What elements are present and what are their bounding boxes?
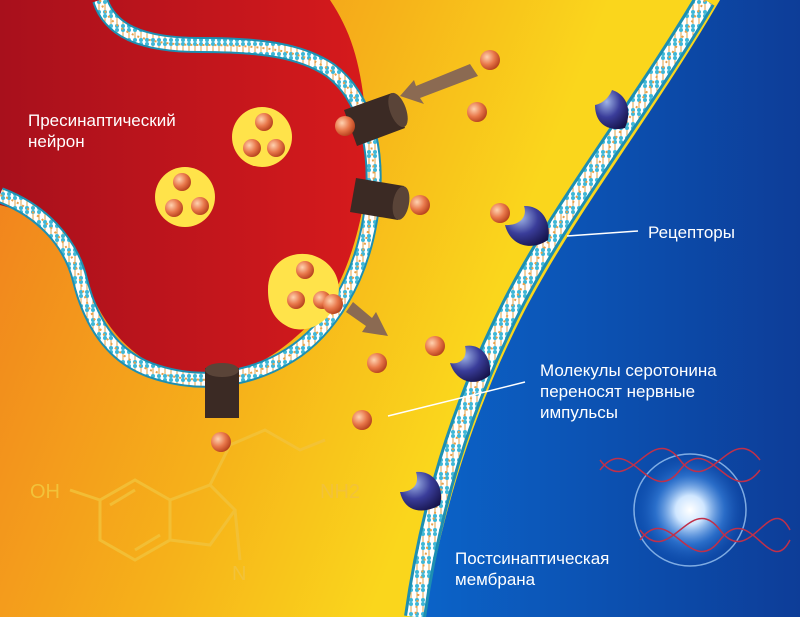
ion-channel-icon [350,178,410,220]
formula-nh2: NH2 [320,481,360,503]
serotonin-pointer [387,381,526,417]
receptor-icon [450,345,491,382]
presynaptic-neuron-label: Пресинаптический нейрон [28,111,176,151]
ion-channel-icon [205,363,239,418]
arrow-icon [400,64,478,104]
receptors-pointer [566,230,639,237]
ion-channel-icon [344,92,408,146]
arrow-icon [346,302,388,336]
serotonin-molecule-icon [211,50,510,452]
receptor-icon [505,205,549,246]
receptors-label: Рецепторы [648,223,735,242]
postsynaptic-membrane-label: Постсинаптическая мембрана [455,549,610,589]
serotonin-molecules-label: Молекулы серотонина переносят нервные им… [540,361,717,422]
formula-oh: OH [30,481,60,503]
serotonin-formula [69,428,326,562]
receptor-icon [400,471,442,511]
vesicle-icon [268,253,339,330]
formula-nh: N [232,563,246,585]
receptor-icon [595,90,629,130]
dna-helix-icon [599,447,791,568]
vesicle-icon [232,107,292,167]
vesicle-icon [155,167,215,227]
